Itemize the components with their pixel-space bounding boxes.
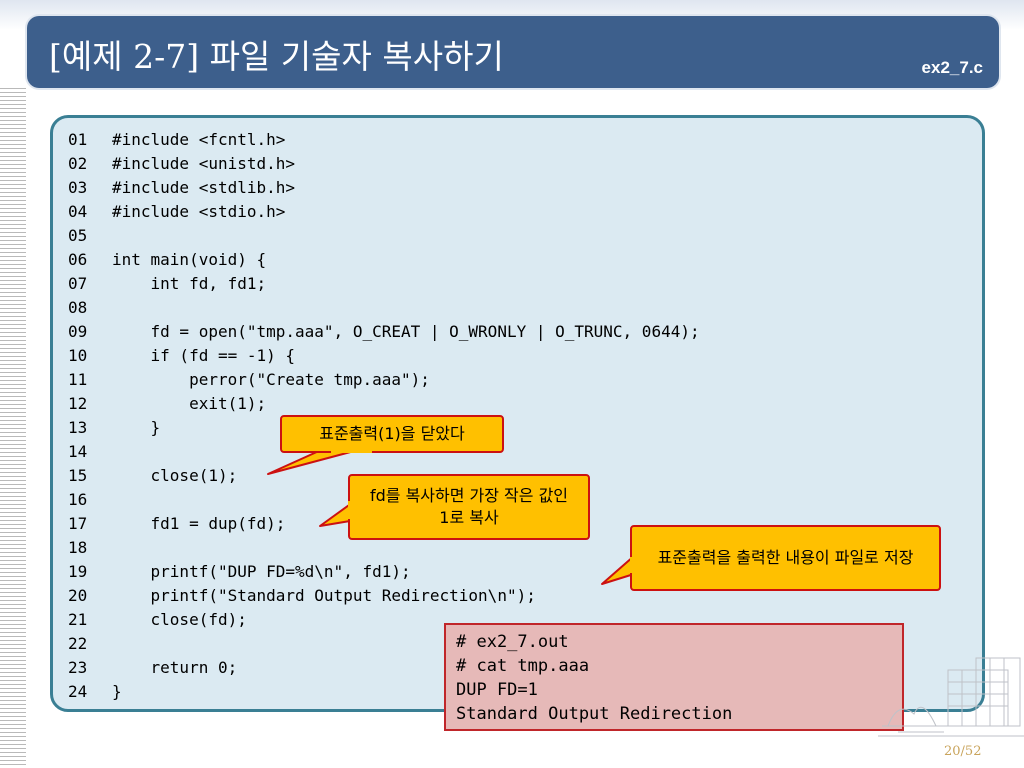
line-number: 05 [68,226,88,245]
building-sketch-decoration [878,657,1024,737]
line-number: 04 [68,202,88,221]
source-filename: ex2_7.c [921,58,983,77]
code-text: printf("Standard Output Redirection\n"); [112,586,536,605]
code-text: int main(void) { [112,250,267,269]
line-number: 09 [68,322,88,341]
line-number: 18 [68,538,88,557]
terminal-output-panel: # ex2_7.out # cat tmp.aaa DUP FD=1 Stand… [444,623,904,731]
line-number: 15 [68,466,88,485]
code-line: 22 [68,632,700,656]
code-text: #include <unistd.h> [112,154,296,173]
output-line: # cat tmp.aaa [456,656,590,676]
slide-title: [예제 2-7] 파일 기술자 복사하기 [49,37,504,76]
code-line: 23 return 0; [68,656,700,680]
line-number: 10 [68,346,88,365]
code-text: } [112,682,122,701]
title-bar: [예제 2-7] 파일 기술자 복사하기 ex2_7.c [27,16,999,88]
code-line: 12 exit(1); [68,392,700,416]
page-number: 20/52 [944,744,982,759]
code-line: 09 fd = open("tmp.aaa", O_CREAT | O_WRON… [68,320,700,344]
output-line: Standard Output Redirection [456,704,733,724]
code-line: 07 int fd, fd1; [68,272,700,296]
line-number: 17 [68,514,88,533]
code-listing: 01 #include <fcntl.h> 02 #include <unistd.h… [68,128,700,704]
code-line: 19 printf("DUP FD=%d\n", fd1); [68,560,700,584]
code-line: 10 if (fd == -1) { [68,344,700,368]
code-text: close(1); [112,466,238,485]
line-number: 16 [68,490,88,509]
line-number: 06 [68,250,88,269]
code-text: fd = open("tmp.aaa", O_CREAT | O_WRONLY … [112,322,700,341]
line-number: 14 [68,442,88,461]
line-number: 23 [68,658,88,677]
code-line: 06 int main(void) { [68,248,700,272]
line-number: 03 [68,178,88,197]
line-number: 02 [68,154,88,173]
code-text: printf("DUP FD=%d\n", fd1); [112,562,411,581]
code-text: #include <stdlib.h> [112,178,296,197]
output-line: # ex2_7.out [456,632,569,652]
callout-close-text: 표준출력(1)을 닫았다 [319,424,465,443]
code-line: 05 [68,224,700,248]
code-text: #include <fcntl.h> [112,130,286,149]
line-number: 21 [68,610,88,629]
callout-printf-text: 표준출력을 출력한 내용이 파일로 저장 [657,548,914,567]
line-number: 19 [68,562,88,581]
line-number: 12 [68,394,88,413]
line-number: 24 [68,682,88,701]
callout-printf: 표준출력을 출력한 내용이 파일로 저장 [630,525,941,591]
code-line: 21 close(fd); [68,608,700,632]
line-number: 01 [68,130,88,149]
callout-dup: fd를 복사하면 가장 작은 값인 1로 복사 [348,474,590,540]
code-line: 11 perror("Create tmp.aaa"); [68,368,700,392]
code-line: 18 [68,536,700,560]
code-text: } [112,418,161,437]
code-line: 16 [68,488,700,512]
code-text: perror("Create tmp.aaa"); [112,370,430,389]
code-line: 13 } [68,416,700,440]
code-text: return 0; [112,658,238,677]
callout-dup-text: fd를 복사하면 가장 작은 값인 1로 복사 [369,486,569,527]
line-number: 11 [68,370,88,389]
code-text: fd1 = dup(fd); [112,514,286,533]
line-number: 08 [68,298,88,317]
line-number: 22 [68,634,88,653]
code-line: 04 #include <stdio.h> [68,200,700,224]
line-number: 20 [68,586,88,605]
code-line: 08 [68,296,700,320]
code-text: #include <stdio.h> [112,202,286,221]
left-stripe-decoration [0,88,26,768]
callout-close: 표준출력(1)을 닫았다 [280,415,504,453]
code-text: close(fd); [112,610,247,629]
code-text: exit(1); [112,394,267,413]
code-line: 02 #include <unistd.h> [68,152,700,176]
code-text: if (fd == -1) { [112,346,296,365]
code-line: 01 #include <fcntl.h> [68,128,700,152]
line-number: 07 [68,274,88,293]
code-line: 17 fd1 = dup(fd); [68,512,700,536]
code-line: 24} [68,680,700,704]
code-line: 03 #include <stdlib.h> [68,176,700,200]
output-line: DUP FD=1 [456,680,538,700]
code-line: 15 close(1); [68,464,700,488]
code-panel: 01 #include <fcntl.h> 02 #include <unistd.h… [50,115,985,712]
code-line: 20 printf("Standard Output Redirection\n… [68,584,700,608]
line-number: 13 [68,418,88,437]
code-text: int fd, fd1; [112,274,267,293]
code-line: 14 [68,440,700,464]
